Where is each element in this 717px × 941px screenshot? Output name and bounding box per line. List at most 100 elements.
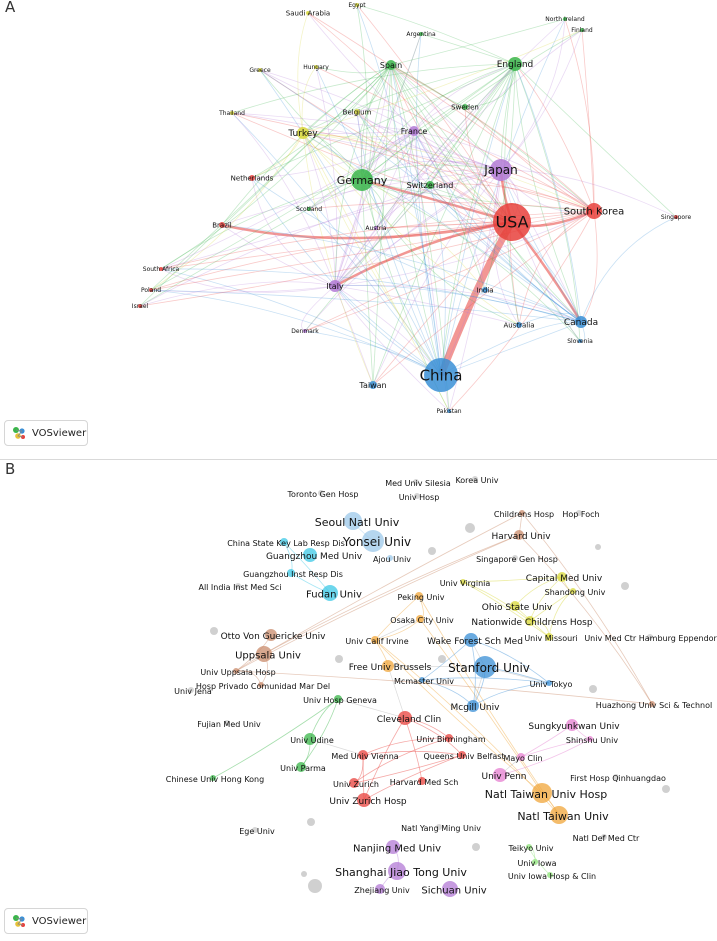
institution-node[interactable]	[589, 685, 597, 693]
institution-node-hop-foch[interactable]	[576, 510, 582, 516]
institution-node-korea-univ[interactable]	[472, 476, 478, 482]
country-node-argentina[interactable]	[419, 32, 423, 36]
institution-node-teikyo-univ[interactable]	[526, 844, 532, 850]
institution-node-chinese-univ-hong-kong[interactable]	[210, 775, 216, 781]
country-node-netherlands[interactable]	[249, 175, 255, 181]
institution-node-univ-jena[interactable]	[188, 687, 194, 693]
country-node-india[interactable]	[482, 287, 488, 293]
institution-node-univ-uppsala-hosp[interactable]	[233, 668, 239, 674]
institution-node-shinshu-univ[interactable]	[587, 736, 593, 742]
institution-node-nanjing-med-univ[interactable]	[386, 840, 400, 854]
institution-node-ege-univ[interactable]	[252, 827, 258, 833]
institution-node-univ-iowa[interactable]	[532, 859, 538, 865]
country-node-hungary[interactable]	[314, 65, 318, 69]
institution-node-univ-parma[interactable]	[296, 762, 306, 772]
country-node-japan[interactable]	[490, 159, 512, 181]
institution-node-univ-missouri[interactable]	[545, 633, 553, 641]
institution-node-stanford-univ[interactable]	[474, 656, 496, 678]
institution-node-harvard-univ[interactable]	[514, 530, 524, 540]
institution-node[interactable]	[210, 627, 218, 635]
institution-node-cleveland-clin[interactable]	[398, 711, 412, 725]
institution-node-harvard-med-sch[interactable]	[418, 777, 426, 785]
institution-node-univ-birmingham[interactable]	[445, 734, 453, 742]
institution-node-univ-med-ctr-hamburg-eppendorf[interactable]	[647, 634, 653, 640]
institution-node[interactable]	[428, 547, 436, 555]
institution-node-mcgill-univ[interactable]	[467, 700, 479, 712]
institution-node-toronto-gen-hosp[interactable]	[318, 490, 324, 496]
institution-node-sungkyunkwan-univ[interactable]	[566, 719, 578, 731]
institution-node-free-univ-brussels[interactable]	[382, 660, 394, 672]
country-node-taiwan[interactable]	[369, 381, 377, 389]
institution-node-wake-forest-sch-med[interactable]	[464, 633, 478, 647]
institution-node[interactable]	[301, 871, 307, 877]
institution-node-yonsei-univ[interactable]	[362, 530, 384, 552]
institution-node[interactable]	[465, 523, 475, 533]
country-node-south-africa[interactable]	[159, 267, 163, 271]
country-node-poland[interactable]	[149, 288, 153, 292]
country-node-germany[interactable]	[351, 169, 373, 191]
country-node-pakistan[interactable]	[447, 409, 451, 413]
institution-node-guangzhou-med-univ[interactable]	[303, 548, 317, 562]
country-node-brazil[interactable]	[219, 222, 225, 228]
country-node-saudi-arabia[interactable]	[306, 11, 310, 15]
institution-node-zhejiang-univ[interactable]	[375, 884, 385, 894]
country-node-denmark[interactable]	[303, 329, 307, 333]
country-node-austria[interactable]	[374, 226, 378, 230]
institution-node[interactable]	[308, 879, 322, 893]
institution-node-seoul-natl-univ[interactable]	[344, 512, 362, 530]
country-node-belgium[interactable]	[354, 109, 360, 115]
country-node-north-ireland[interactable]	[563, 17, 567, 21]
country-node-switzerland[interactable]	[426, 181, 434, 189]
institution-node-univ-udine[interactable]	[304, 733, 316, 745]
country-node-china[interactable]	[424, 358, 458, 392]
institution-node[interactable]	[621, 582, 629, 590]
institution-node-first-hosp-qinhuangdao[interactable]	[613, 774, 619, 780]
institution-node-univ-hosp-geneva[interactable]	[334, 695, 342, 703]
institution-node-hosp-privado-comunidad-mar-del[interactable]	[258, 682, 264, 688]
institution-node-nationwide-childrens-hosp[interactable]	[525, 616, 535, 626]
country-node-australia[interactable]	[516, 322, 522, 328]
institution-node[interactable]	[662, 785, 670, 793]
institution-node-capital-med-univ[interactable]	[557, 572, 567, 582]
institution-node-univ-zurich[interactable]	[349, 778, 359, 788]
institution-node-univ-iowa-hosp-and-clin[interactable]	[547, 872, 553, 878]
country-node-south-korea[interactable]	[586, 203, 602, 219]
country-node-spain[interactable]	[386, 60, 396, 70]
institution-node-uppsala-univ[interactable]	[256, 646, 272, 662]
institution-node[interactable]	[472, 843, 480, 851]
country-node-sweden[interactable]	[462, 104, 468, 110]
institution-node-mayo-clin[interactable]	[517, 753, 525, 761]
institution-node-shandong-univ[interactable]	[570, 588, 576, 594]
institution-node-natl-taiwan-univ[interactable]	[550, 806, 568, 824]
institution-node-univ-penn[interactable]	[493, 768, 507, 782]
institution-node-univ-virginia[interactable]	[460, 579, 466, 585]
institution-node-med-univ-vienna[interactable]	[358, 750, 368, 760]
institution-node[interactable]	[335, 655, 343, 663]
country-node-france[interactable]	[409, 126, 419, 136]
institution-node[interactable]	[595, 544, 601, 550]
institution-node-fudan-univ[interactable]	[322, 585, 338, 601]
institution-node-univ-calif-irvine[interactable]	[371, 636, 379, 644]
country-node-turkey[interactable]	[297, 127, 309, 139]
institution-node-china-state-key-lab-resp-dis[interactable]	[280, 538, 288, 546]
country-node-egypt[interactable]	[355, 3, 359, 7]
country-node-usa[interactable]	[493, 203, 531, 241]
institution-node[interactable]	[438, 655, 446, 663]
country-node-greece[interactable]	[258, 68, 262, 72]
institution-node-queens-univ-belfast[interactable]	[458, 751, 466, 759]
institution-node-otto-von-guericke-univ[interactable]	[265, 629, 277, 641]
institution-node-univ-zurich-hosp[interactable]	[357, 793, 371, 807]
institution-node-singapore-gen-hosp[interactable]	[512, 555, 518, 561]
institution-node-ohio-state-univ[interactable]	[510, 601, 520, 611]
institution-node-ajou-univ[interactable]	[387, 555, 393, 561]
country-node-england[interactable]	[508, 57, 522, 71]
institution-node-guangzhou-inst-resp-dis[interactable]	[287, 569, 295, 577]
institution-node-mcmaster-univ[interactable]	[419, 677, 425, 683]
institution-node-univ-tokyo[interactable]	[546, 680, 552, 686]
country-node-canada[interactable]	[575, 316, 587, 328]
institution-node-shanghai-jiao-tong-univ[interactable]	[388, 862, 406, 880]
institution-node-univ-hosp[interactable]	[414, 493, 420, 499]
country-node-scotland[interactable]	[307, 207, 311, 211]
country-node-italy[interactable]	[329, 280, 341, 292]
institution-node-sichuan-univ[interactable]	[442, 881, 458, 897]
